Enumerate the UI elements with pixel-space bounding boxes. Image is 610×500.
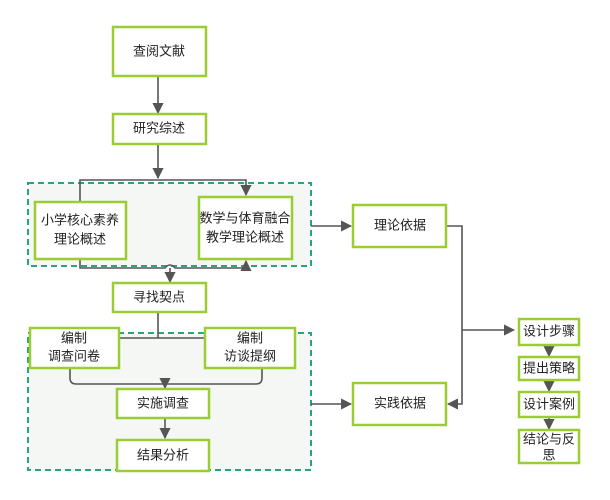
box-core-literacy: 小学核心素养 理论概述 <box>33 200 128 261</box>
box-core-literacy-line2: 理论概述 <box>54 231 106 246</box>
box-compile-interview: 编制 访谈提纲 <box>203 326 297 370</box>
box-conclusion-line1: 结论与反 <box>523 431 575 446</box>
box-find-connection: 寻找契点 <box>111 281 208 314</box>
box-core-literacy-line1: 小学核心素养 <box>41 212 119 227</box>
box-result-analysis-label: 结果分析 <box>137 447 189 462</box>
box-research-review: 研究综述 <box>111 112 208 146</box>
box-conduct-survey: 实施调查 <box>115 387 211 420</box>
box-review-literature: 查阅文献 <box>111 25 208 78</box>
box-math-pe-fusion-line1: 数学与体育融合 <box>199 210 290 225</box>
box-find-connection-label: 寻找契点 <box>133 289 185 304</box>
box-math-pe-fusion-line2: 教学理论概述 <box>206 229 284 244</box>
box-compile-questionnaire-line2: 调查问卷 <box>48 348 100 363</box>
box-design-steps: 设计步骤 <box>517 317 581 347</box>
box-propose-strategy-label: 提出策略 <box>523 360 575 375</box>
box-compile-interview-line1: 编制 <box>237 330 263 345</box>
box-design-steps-label: 设计步骤 <box>523 323 575 338</box>
theory-basis-out <box>446 225 463 410</box>
box-design-case: 设计案例 <box>517 390 581 419</box>
box-conduct-survey-label: 实施调查 <box>137 395 189 410</box>
box-theory-basis: 理论依据 <box>351 203 448 249</box>
box-design-case-label: 设计案例 <box>523 396 575 411</box>
connectors <box>64 76 555 440</box>
box-compile-questionnaire-line1: 编制 <box>61 330 87 345</box>
split-bracket <box>79 179 252 203</box>
box-propose-strategy: 提出策略 <box>517 355 581 382</box>
box-conclusion-line2: 思 <box>542 447 555 462</box>
merge-bracket <box>79 259 252 272</box>
box-practice-basis-label: 实践依据 <box>374 395 426 410</box>
box-compile-interview-line2: 访谈提纲 <box>224 348 276 363</box>
box-conclusion: 结论与反 思 <box>517 428 581 465</box>
box-research-review-label: 研究综述 <box>133 120 185 135</box>
box-review-literature-label: 查阅文献 <box>133 43 185 58</box>
box-compile-questionnaire: 编制 调查问卷 <box>28 326 121 370</box>
box-theory-basis-label: 理论依据 <box>374 217 426 232</box>
box-math-pe-fusion: 数学与体育融合 教学理论概述 <box>197 195 294 261</box>
box-result-analysis: 结果分析 <box>115 438 211 473</box>
box-practice-basis: 实践依据 <box>351 381 448 427</box>
